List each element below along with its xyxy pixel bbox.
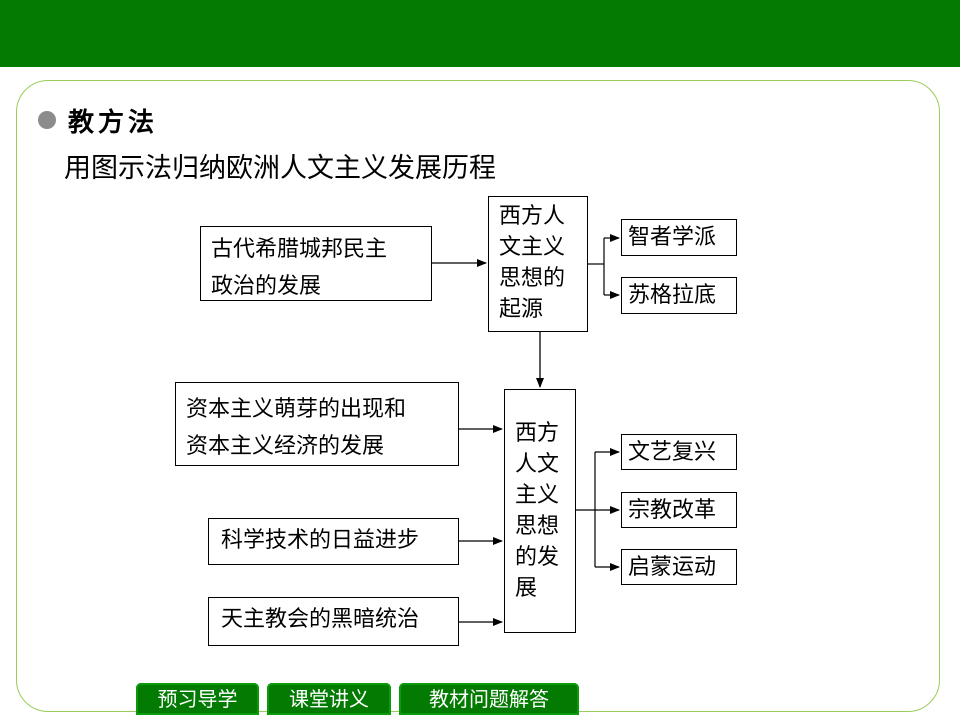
origin-branch-2: 苏格拉底	[621, 277, 737, 314]
source-box: 古代希腊城邦民主 政治的发展	[200, 226, 432, 301]
development-box-line-4: 思想	[515, 514, 560, 539]
cause-box-2-line-1: 科学技术的日益进步	[221, 528, 420, 553]
development-box-line-5: 的发	[515, 545, 560, 570]
cause-box-2: 科学技术的日益进步	[208, 518, 459, 565]
origin-box-line-2: 文主义	[499, 235, 566, 260]
development-branch-2: 宗教改革	[621, 492, 737, 528]
nav-lecture-button[interactable]: 课堂讲义	[267, 683, 391, 715]
origin-box-line-4: 起源	[499, 297, 544, 322]
top-bar	[0, 0, 960, 67]
section-subtitle: 用图示法归纳欧洲人文主义发展历程	[64, 153, 496, 184]
cause-box-1: 资本主义萌芽的出现和 资本主义经济的发展	[175, 382, 459, 466]
origin-branch-1: 智者学派	[621, 219, 737, 256]
development-branch-3: 启蒙运动	[621, 549, 737, 585]
section-heading: 教方法	[68, 108, 159, 138]
nav-preview-button[interactable]: 预习导学	[136, 683, 259, 715]
source-box-line-1: 古代希腊城邦民主	[211, 237, 388, 262]
development-box-line-2: 人文	[515, 452, 560, 477]
origin-box: 西方人 文主义 思想的 起源	[488, 196, 588, 332]
origin-box-line-1: 西方人	[499, 204, 566, 229]
development-box-line-1: 西方	[515, 421, 560, 446]
cause-box-1-line-1: 资本主义萌芽的出现和	[186, 397, 407, 422]
development-box-line-3: 主义	[515, 483, 560, 508]
nav-answers-button[interactable]: 教材问题解答	[399, 683, 579, 715]
cause-box-3: 天主教会的黑暗统治	[208, 597, 459, 646]
cause-box-1-line-2: 资本主义经济的发展	[186, 434, 385, 459]
cause-box-3-line-1: 天主教会的黑暗统治	[221, 607, 420, 632]
content-frame	[16, 80, 940, 712]
development-box: 西方 人文 主义 思想 的发 展	[504, 389, 576, 633]
source-box-line-2: 政治的发展	[211, 274, 322, 299]
bullet-dot	[38, 111, 56, 129]
origin-box-line-3: 思想的	[499, 266, 566, 291]
development-branch-1: 文艺复兴	[621, 434, 737, 470]
development-box-line-6: 展	[515, 576, 538, 601]
